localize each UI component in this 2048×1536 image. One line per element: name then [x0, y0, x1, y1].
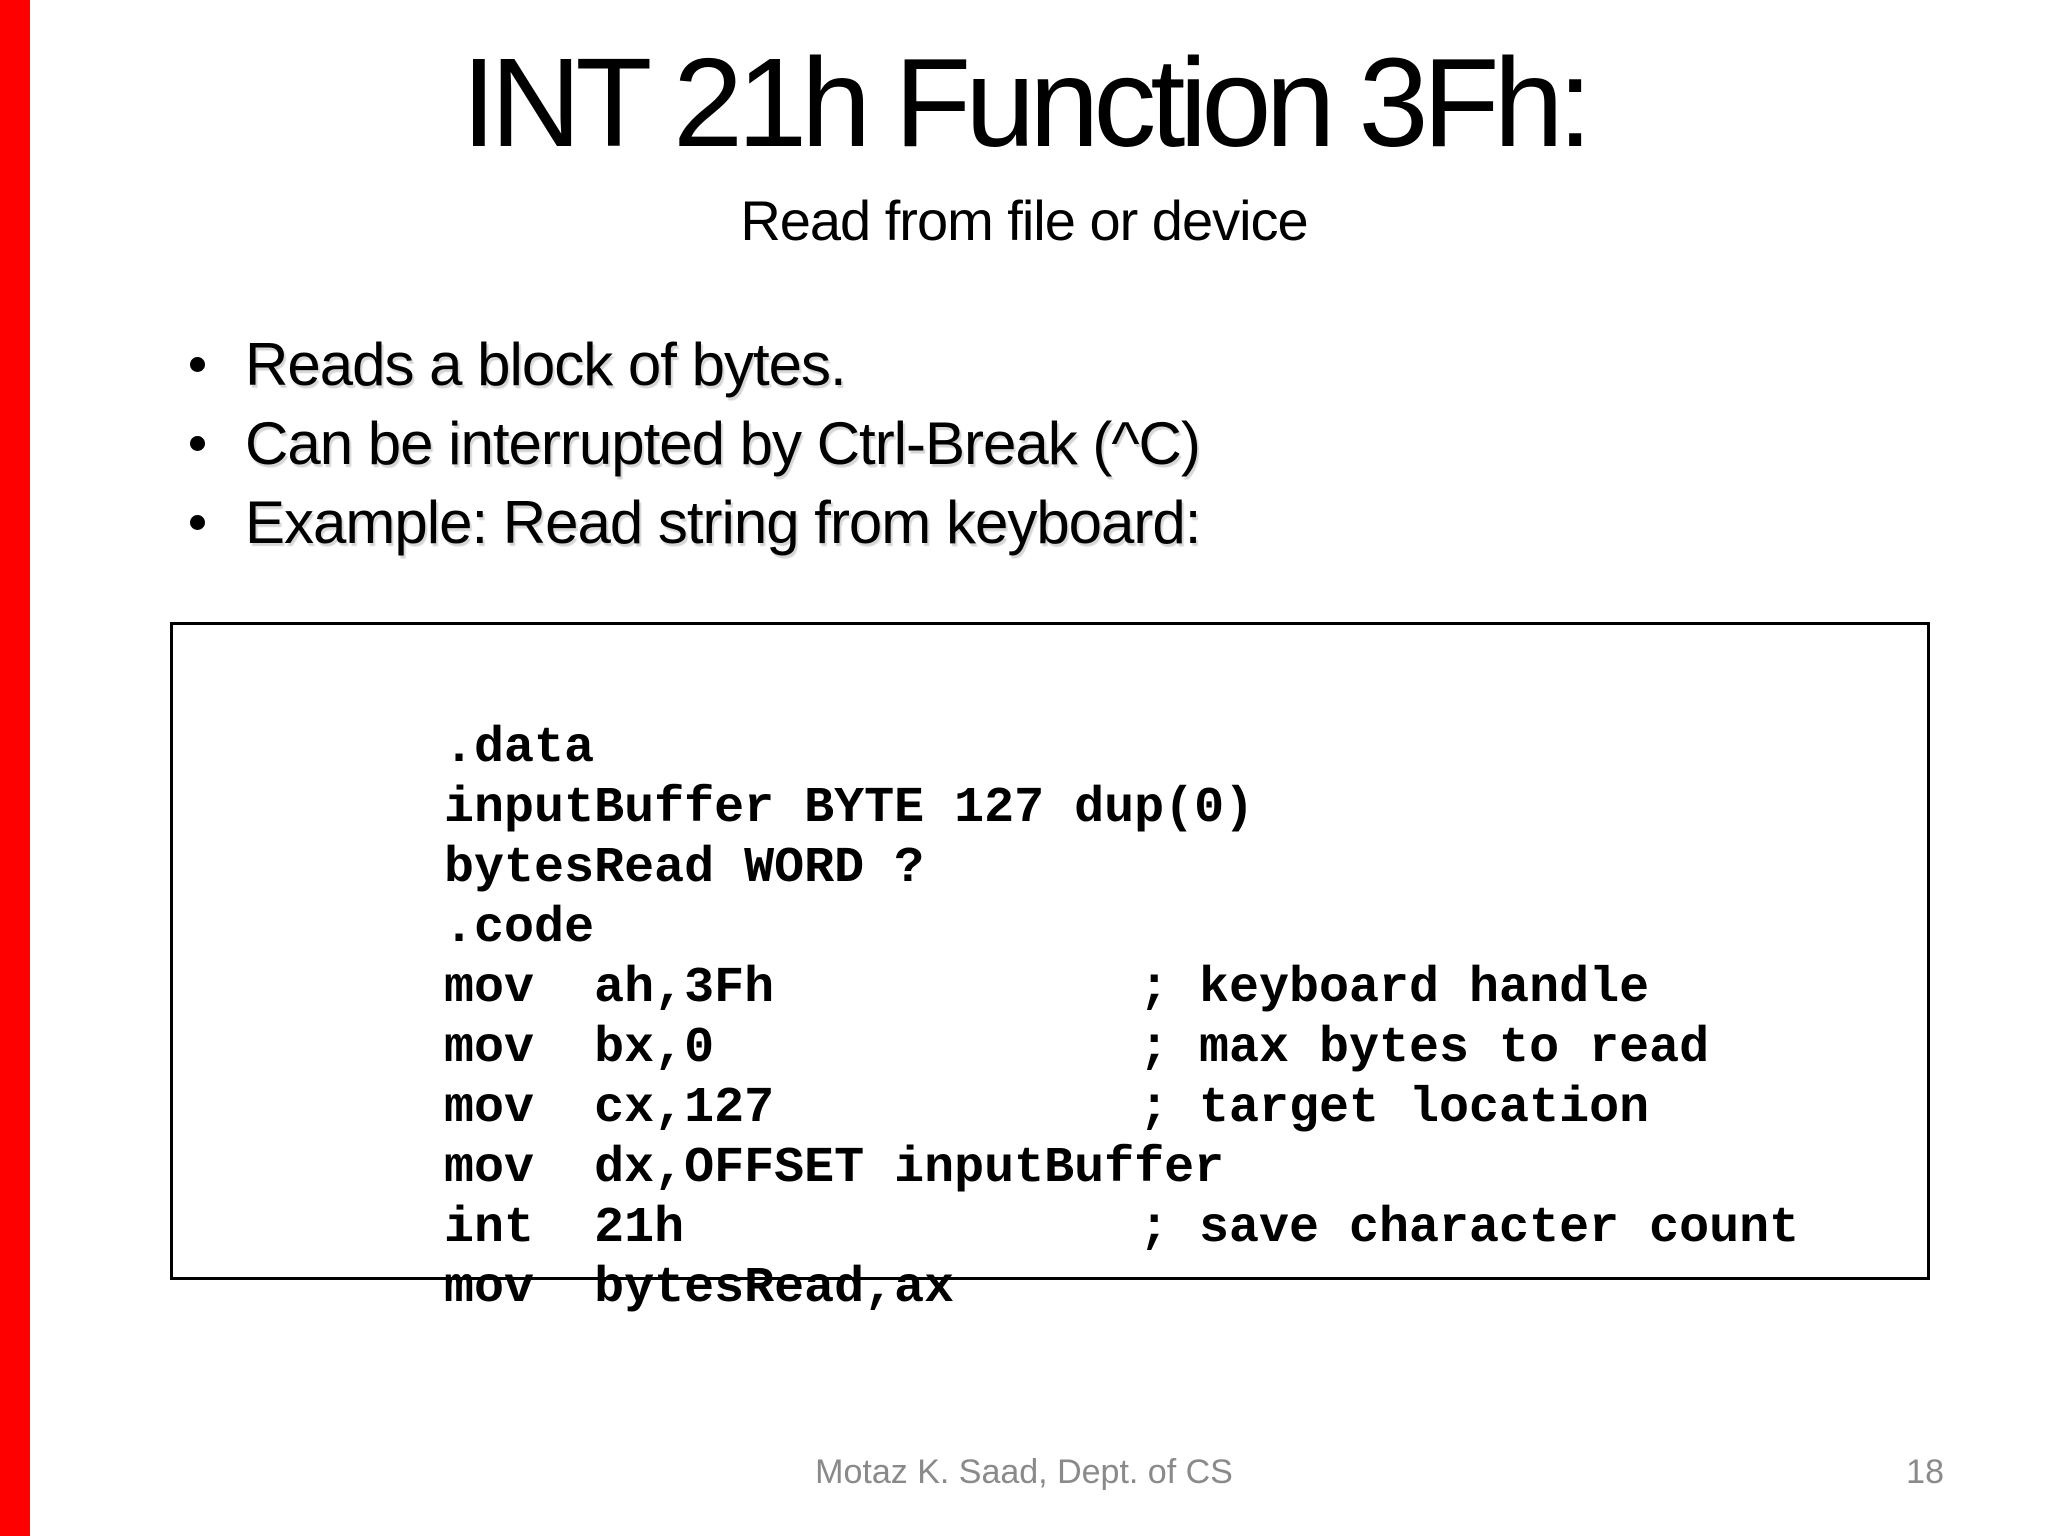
bullet-text: Example: Read string from keyboard: — [245, 489, 1201, 556]
code-text: mov dx,OFFSET inputBuffer — [444, 1140, 1225, 1197]
bullet-item: Example: Read string from keyboard: — [190, 490, 1890, 569]
code-line: mov dx,OFFSET inputBuffer ; target locat… — [204, 1079, 1917, 1197]
code-line: .code — [204, 839, 1917, 957]
code-text: .data — [444, 720, 595, 777]
code-listing: .data inputBuffer BYTE 127 dup(0) bytesR… — [204, 659, 1917, 1317]
code-text: mov bytesRead,ax — [444, 1260, 955, 1317]
bullet-dot-icon — [190, 515, 205, 530]
code-line: int 21h — [204, 1139, 1917, 1257]
code-text: int 21h — [444, 1200, 685, 1257]
code-comment: ; save character count — [1139, 1200, 1800, 1257]
code-comment: ; max bytes to read — [1139, 1020, 1710, 1077]
red-accent-bar — [0, 0, 30, 1536]
bullet-dot-icon — [190, 357, 205, 372]
slide-title: INT 21h Function 3Fh: — [461, 32, 1592, 173]
code-line: bytesRead WORD ? — [204, 779, 1917, 897]
bullet-dot-icon — [190, 436, 205, 451]
code-text: mov cx,127 — [444, 1080, 775, 1137]
bullet-item: Can be interrupted by Ctrl-Break (^C) — [190, 411, 1890, 490]
code-text: mov bx,0 — [444, 1020, 715, 1077]
code-box: .data inputBuffer BYTE 127 dup(0) bytesR… — [170, 622, 1930, 1317]
bullet-text: Can be interrupted by Ctrl-Break (^C) — [245, 410, 1201, 477]
code-line: mov cx,127 ; max bytes to read — [204, 1019, 1917, 1137]
bullet-text: Reads a block of bytes. — [245, 331, 847, 398]
code-text: inputBuffer BYTE 127 dup(0) — [444, 780, 1255, 837]
code-line: mov bytesRead,ax ; save character count — [204, 1199, 1917, 1317]
page-number: 18 — [1906, 1453, 1944, 1491]
code-text: bytesRead WORD ? — [444, 840, 925, 897]
code-comment: ; target location — [1139, 1080, 1650, 1137]
footer-author: Motaz K. Saad, Dept. of CS — [815, 1453, 1233, 1491]
code-comment: ; keyboard handle — [1139, 960, 1650, 1017]
bullet-list: Reads a block of bytes. Can be interrupt… — [190, 332, 1890, 569]
code-text: .code — [444, 900, 595, 957]
code-line: .data — [204, 659, 1917, 777]
slide-subtitle: Read from file or device — [740, 189, 1308, 252]
code-line: inputBuffer BYTE 127 dup(0) — [204, 719, 1917, 837]
bullet-item: Reads a block of bytes. — [190, 332, 1890, 411]
code-line: mov bx,0 ; keyboard handle — [204, 959, 1917, 1077]
code-text: mov ah,3Fh — [444, 960, 775, 1017]
code-line: mov ah,3Fh — [204, 899, 1917, 1017]
